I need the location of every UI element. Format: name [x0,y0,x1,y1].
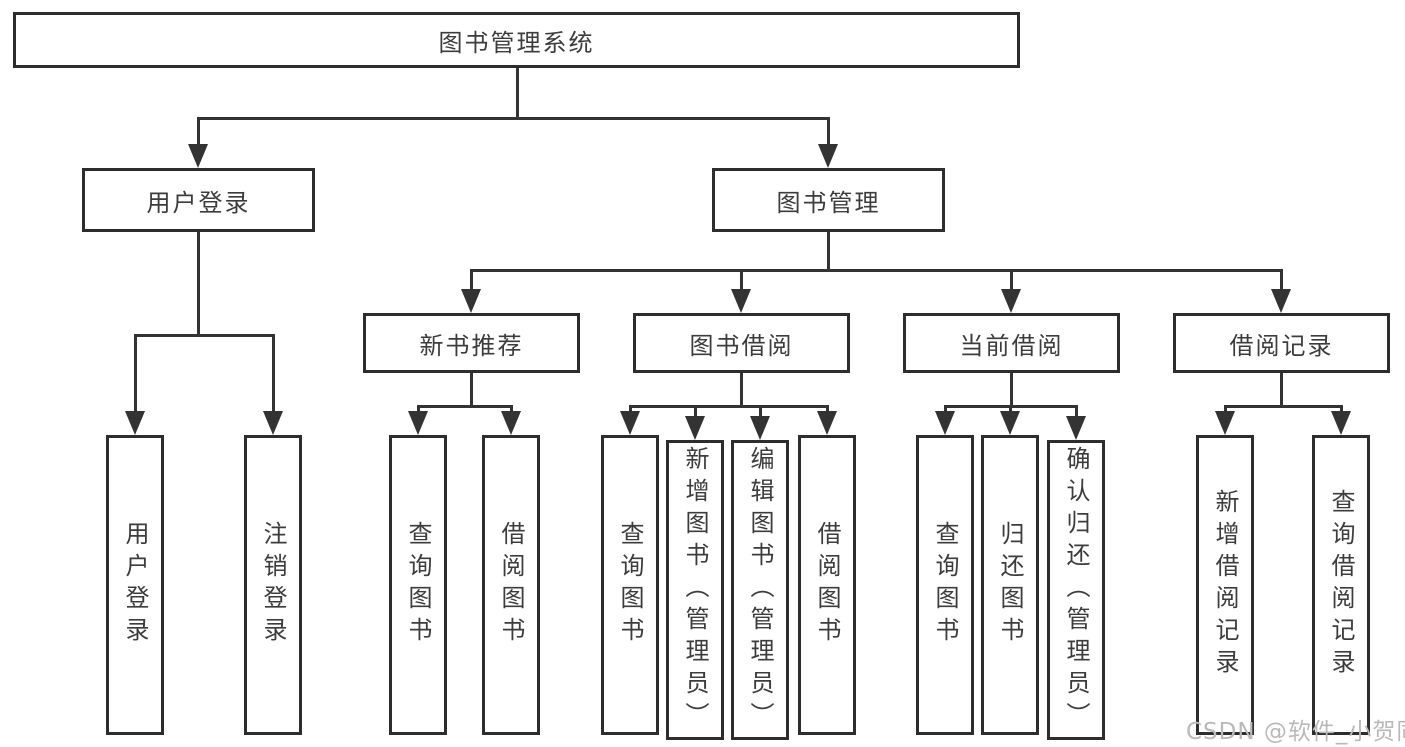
connector-line-v [516,68,519,119]
arrowhead-down [263,411,283,435]
node-borrow-records: 借阅记录 [1173,313,1390,373]
connector-line-v [197,232,200,336]
connector-line-v [1075,405,1078,422]
connector-line-h [629,405,829,408]
node-leaf-cb-query-books: 查询图书 [916,435,974,735]
connector-line-v [740,269,743,295]
watermark: CSDN @软件_小贺同学 [1186,719,1405,745]
connector-line-v [470,373,473,407]
arrowhead-down [935,411,955,435]
node-book-borrow: 图书借阅 [633,313,850,373]
node-leaf-logout: 注销登录 [244,435,302,735]
arrowhead-down [731,289,751,313]
arrowhead-down [501,411,521,435]
arrowhead-down [1066,416,1086,440]
connector-line-h [1224,405,1343,408]
node-leaf-rec-borrow-books: 借阅图书 [482,435,540,735]
arrowhead-down [817,411,837,435]
arrowhead-down [818,144,838,168]
node-leaf-bb-add-books: 新增图书（管理员） [666,440,724,740]
connector-line-v [197,117,200,150]
node-leaf-bb-edit-books: 编辑图书（管理员） [731,440,789,740]
connector-line-h [134,334,275,337]
connector-line-h [417,405,513,408]
connector-line-v [134,334,137,417]
node-leaf-cb-confirm-return: 确认归还（管理员） [1047,440,1105,740]
node-user-login: 用户登录 [82,168,315,232]
connector-line-v [694,405,697,422]
arrowhead-down [1001,289,1021,313]
arrowhead-down [620,411,640,435]
connector-line-v [470,269,473,295]
connector-line-v [827,117,830,150]
node-leaf-br-query-record: 查询借阅记录 [1312,435,1370,735]
node-leaf-br-add-record: 新增借阅记录 [1196,435,1254,735]
node-leaf-rec-query-books: 查询图书 [389,435,447,735]
connector-line-v [1280,269,1283,295]
connector-line-v [1010,373,1013,407]
node-book-management: 图书管理 [712,168,945,232]
connector-line-v [740,373,743,407]
arrowhead-down [1331,411,1351,435]
connector-line-h [197,117,830,120]
connector-line-v [827,232,830,271]
node-leaf-bb-borrow-books: 借阅图书 [798,435,856,735]
node-leaf-bb-query-books: 查询图书 [601,435,659,735]
node-leaf-user-login: 用户登录 [106,435,164,735]
arrowhead-down [188,144,208,168]
node-root: 图书管理系统 [13,12,1020,68]
arrowhead-down [125,411,145,435]
node-leaf-cb-return-books: 归还图书 [981,435,1039,735]
arrowhead-down [1215,411,1235,435]
node-current-borrow: 当前借阅 [903,313,1120,373]
connector-line-v [1010,269,1013,295]
arrowhead-down [1271,289,1291,313]
arrowhead-down [685,416,705,440]
arrowhead-down [1000,411,1020,435]
connector-line-v [759,405,762,422]
connector-line-v [272,334,275,417]
arrowhead-down [461,289,481,313]
arrowhead-down [408,411,428,435]
node-new-book-recommend: 新书推荐 [363,313,580,373]
connector-line-h [470,269,1283,272]
arrowhead-down [750,416,770,440]
connector-line-v [1280,373,1283,407]
